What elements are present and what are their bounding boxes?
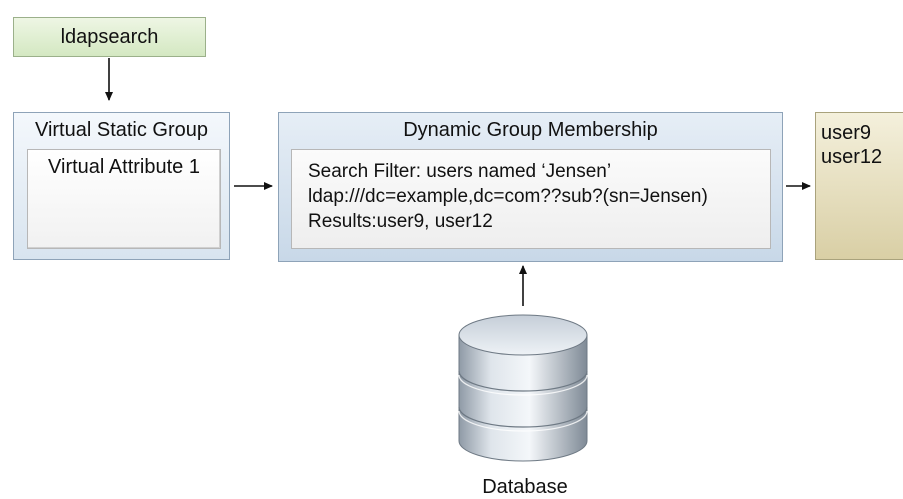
dynamic-group-membership-box: Dynamic Group Membership Search Filter: … bbox=[278, 112, 783, 262]
result-user: user12 bbox=[821, 146, 883, 168]
database-icon bbox=[458, 314, 588, 462]
database-label: Database bbox=[482, 476, 568, 498]
virtual-attribute-box: Virtual Attribute 1 bbox=[27, 149, 221, 249]
ldapsearch-box: ldapsearch bbox=[13, 17, 206, 57]
results-line: Results:user9, user12 bbox=[308, 211, 493, 232]
result-user: user9 bbox=[821, 122, 872, 144]
results-box: user9 user12 bbox=[815, 112, 903, 260]
search-filter-line: Search Filter: users named ‘Jensen’ bbox=[308, 161, 612, 182]
ldap-url-line: ldap:///dc=example,dc=com??sub?(sn=Jense… bbox=[308, 186, 708, 207]
ldapsearch-label: ldapsearch bbox=[60, 25, 159, 48]
virtual-static-group-title: Virtual Static Group bbox=[34, 119, 209, 141]
virtual-attribute-label: Virtual Attribute 1 bbox=[48, 156, 200, 178]
search-filter-box: Search Filter: users named ‘Jensen’ ldap… bbox=[291, 149, 771, 249]
dynamic-group-membership-title: Dynamic Group Membership bbox=[403, 119, 658, 141]
virtual-static-group-box: Virtual Static Group Virtual Attribute 1 bbox=[13, 112, 230, 260]
